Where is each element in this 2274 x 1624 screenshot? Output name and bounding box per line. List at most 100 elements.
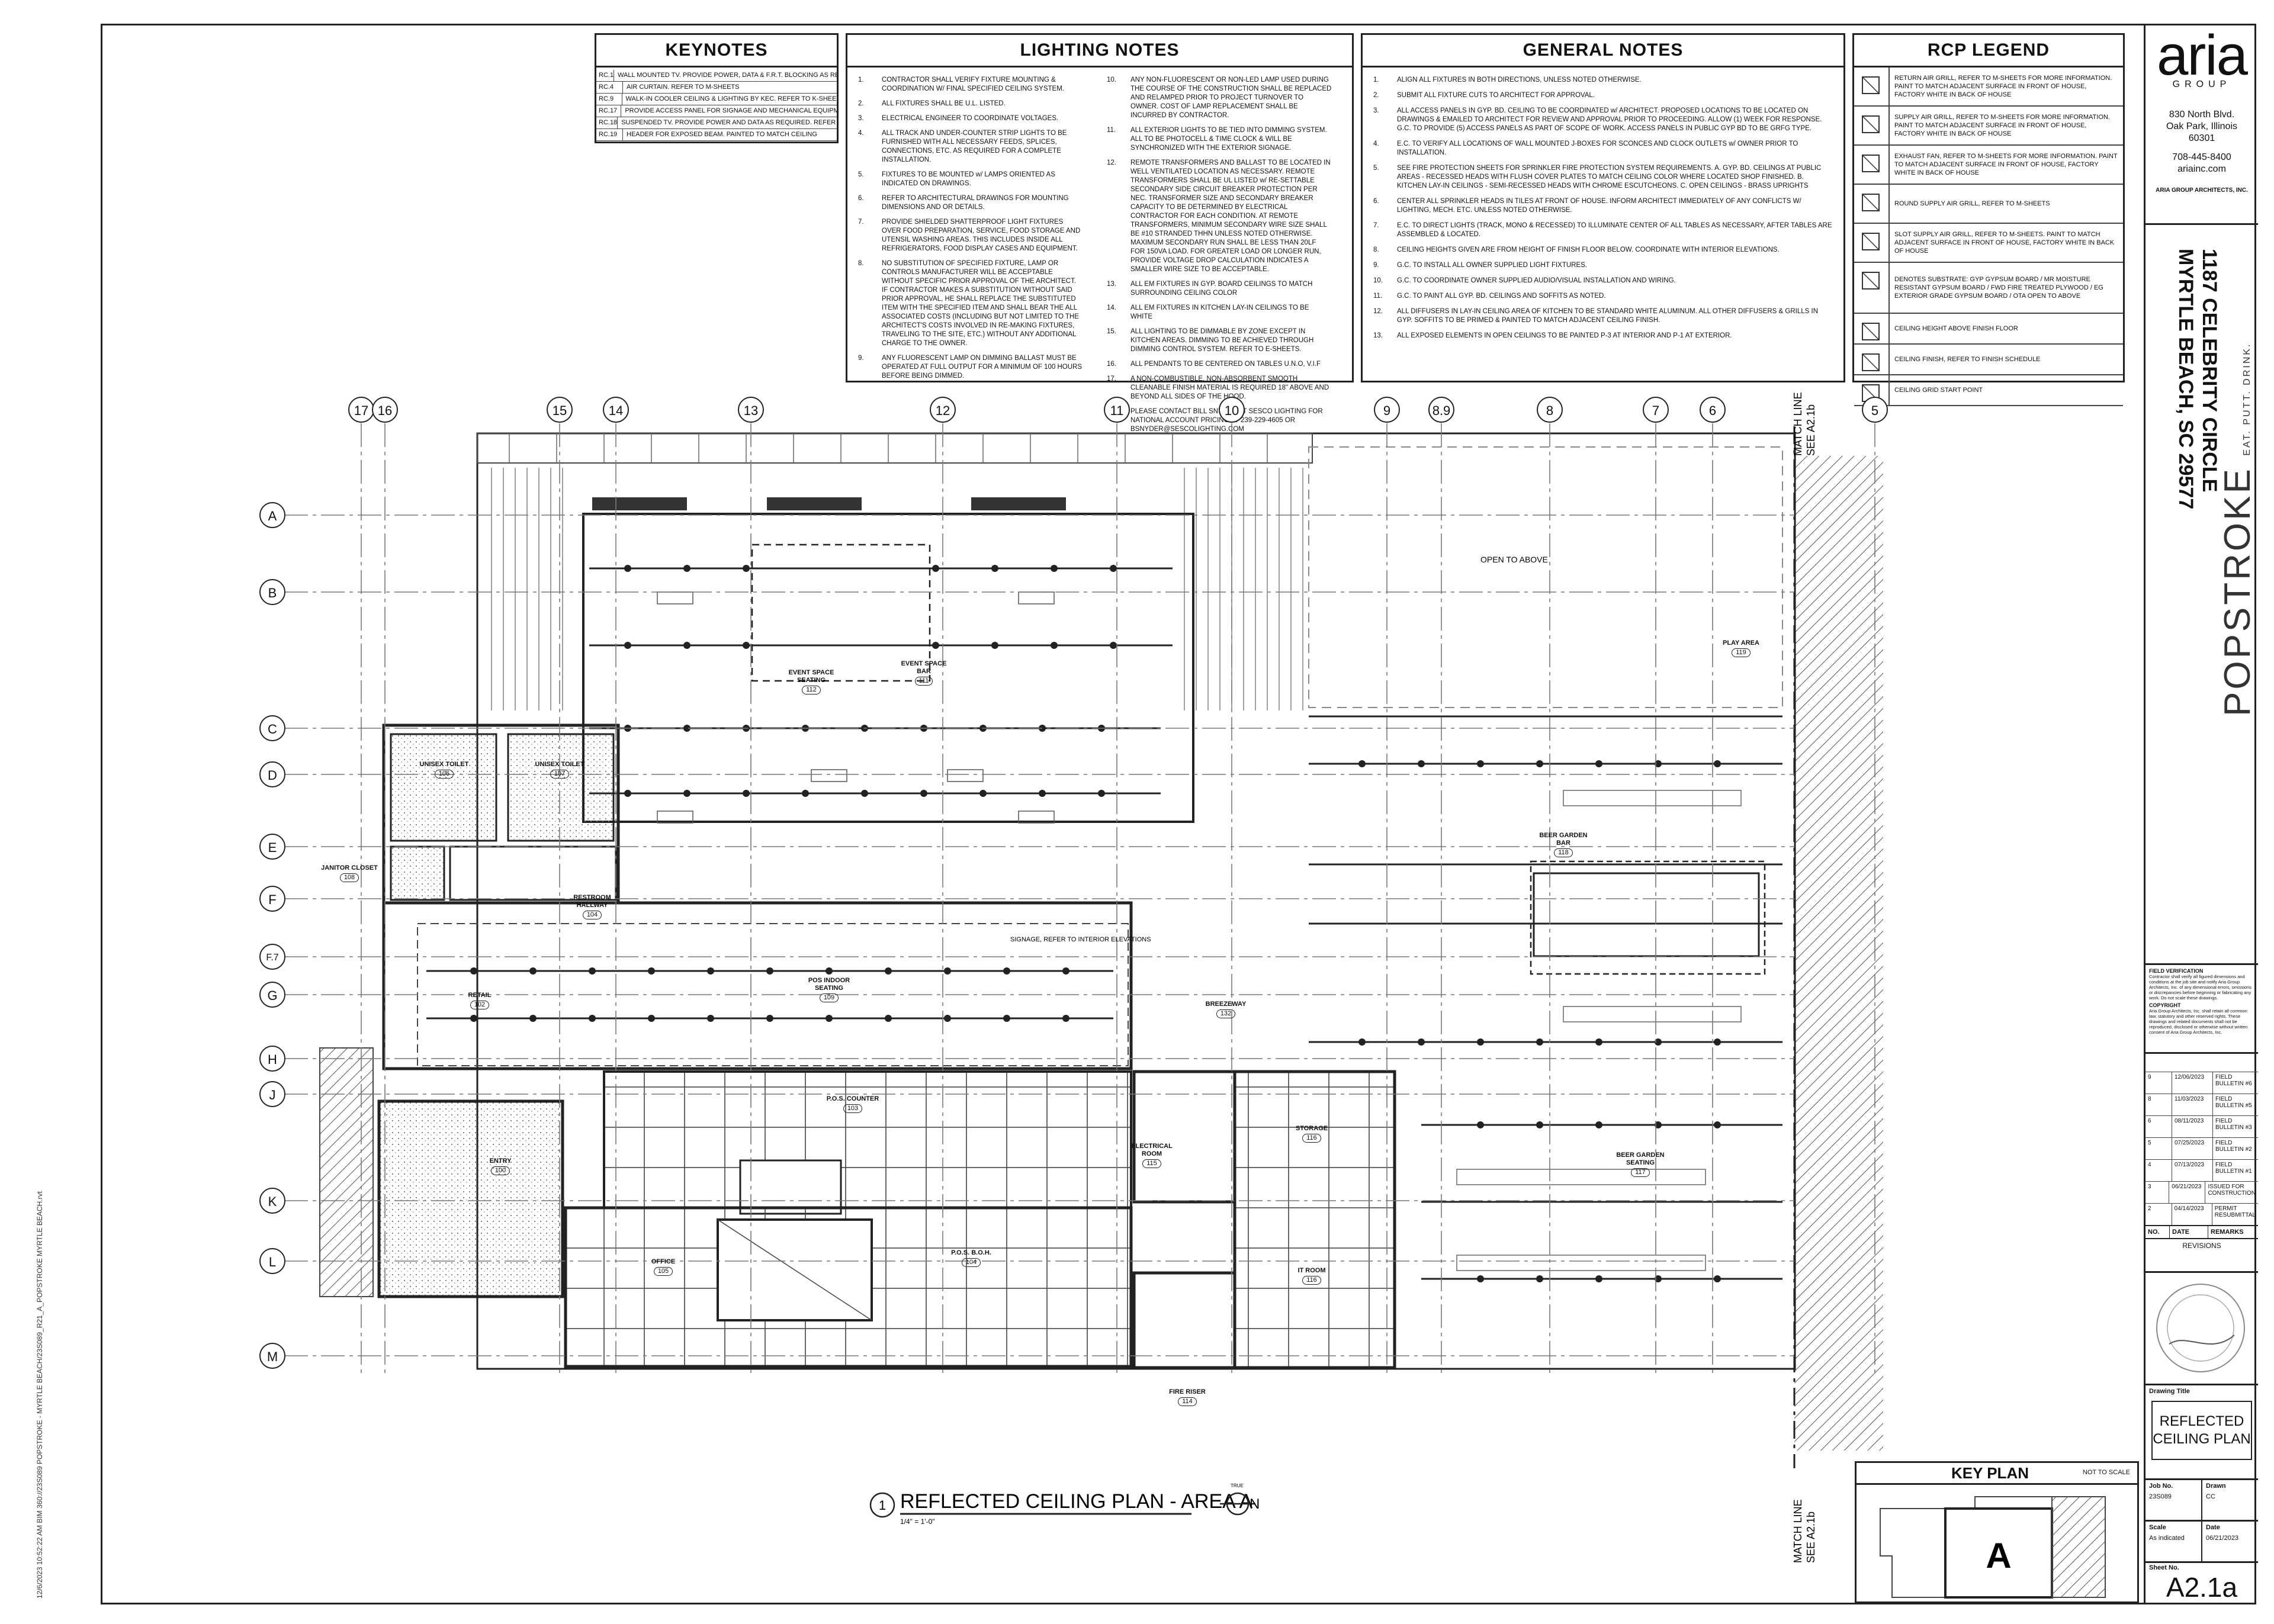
note-text: SEE FIRE PROTECTION SHEETS FOR SPRINKLER… [1397, 165, 1822, 189]
room-name: IT ROOM [1297, 1267, 1326, 1274]
legend-row: CEILING HEIGHT ABOVE FINISH FLOOR [1854, 314, 2123, 345]
grid-row-bubble: E [259, 834, 285, 860]
note-text: SUBMIT ALL FIXTURE CUTS TO ARCHITECT FOR… [1397, 92, 1595, 99]
note-text: NO SUBSTITUTION OF SPECIFIED FIXTURE, LA… [882, 260, 1079, 347]
event-space-room [582, 513, 1194, 823]
legend-text: SUPPLY AIR GRILL, REFER TO M-SHEETS FOR … [1894, 114, 2110, 137]
note-text: CENTER ALL SPRINKLER HEADS IN TILES AT F… [1397, 198, 1801, 214]
room-number: 109 [819, 993, 839, 1002]
grid-column-bubble: 7 [1643, 397, 1669, 423]
grid-row-bubble: A [259, 502, 285, 528]
sheet-number-box: Sheet No. A2.1a [2145, 1563, 2258, 1604]
grid-column-bubble: 15 [547, 397, 573, 423]
rev-h-remarks: REMARKS [2211, 1229, 2244, 1236]
keynote-text: SUSPENDED TV. PROVIDE POWER AND DATA AS … [621, 119, 837, 126]
note-item: 3.ALL ACCESS PANELS IN GYP. BD. CEILING … [1373, 107, 1833, 133]
drawing-title: Drawing Title REFLECTED CEILING PLAN [2145, 1385, 2258, 1480]
match-line-top-ref: SEE A2.1b [1805, 404, 1817, 456]
legend-symbol-icon [1854, 314, 1890, 343]
keynote-tag: RC.4 [596, 82, 623, 93]
note-number: 5. [1373, 165, 1379, 172]
room-number: 116 [1302, 1134, 1321, 1143]
note-item: 13.ALL EM FIXTURES IN GYP. BOARD CEILING… [1107, 280, 1332, 298]
note-item: 5. SEE FIRE PROTECTION SHEETS FOR SPRINKL… [1373, 164, 1833, 191]
note-item: 15.ALL LIGHTING TO BE DIMMABLE BY ZONE E… [1107, 327, 1332, 354]
note-number: 1. [1373, 76, 1379, 83]
keynote-tag: RC.19 [596, 129, 623, 140]
grid-row-bubble: J [259, 1081, 285, 1107]
general-notes-title: GENERAL NOTES [1363, 35, 1843, 67]
note-text: ANY FLUORESCENT LAMP ON DIMMING BALLAST … [882, 355, 1083, 380]
beer-garden-bar [1530, 860, 1766, 975]
legend-symbol-icon [1854, 146, 1890, 184]
grid-column-bubble: 8.9 [1428, 397, 1454, 423]
room-number: 104 [961, 1258, 981, 1267]
match-line-bottom-ref: SEE A2.1b [1805, 1512, 1817, 1563]
electrical-room [1132, 1070, 1236, 1204]
room-number: 100 [490, 1166, 510, 1175]
note-text: FIXTURES TO BE MOUNTED w/ LAMPS ORIENTED… [882, 171, 1055, 187]
room-number: 105 [653, 1267, 673, 1276]
note-item: 13.ALL EXPOSED ELEMENTS IN OPEN CEILINGS… [1373, 332, 1833, 340]
room-name: ELECTRICAL ROOM [1131, 1143, 1173, 1157]
grid-column-bubble: 9 [1374, 397, 1400, 423]
note-item: 9.ANY FLUORESCENT LAMP ON DIMMING BALLAS… [858, 354, 1083, 381]
firm-name: ARIA GROUP ARCHITECTS, INC. [2156, 187, 2248, 194]
legend-symbol-icon [1854, 345, 1890, 374]
note-number: 13. [1107, 281, 1116, 288]
grid-row-bubble: H [259, 1046, 285, 1072]
signage-note: SIGNAGE, REFER TO INTERIOR ELEVATIONS [1010, 936, 1151, 943]
note-text: ANY NON-FLUORESCENT OR NON-LED LAMP USED… [1130, 76, 1332, 119]
note-text: G.C. TO INSTALL ALL OWNER SUPPLIED LIGHT… [1397, 262, 1588, 269]
drawing-title-text: REFLECTED CEILING PLAN [2153, 1413, 2251, 1447]
note-number: 10. [1373, 277, 1383, 284]
grid-row-bubble: C [259, 715, 285, 741]
note-number: 4. [858, 130, 864, 137]
note-item: 2.SUBMIT ALL FIXTURE CUTS TO ARCHITECT F… [1373, 91, 1833, 100]
room-name: P.O.S. B.O.H. [951, 1249, 991, 1256]
project-address: 1187 CELEBRITY CIRCLE MYRTLE BEACH, SC 2… [2174, 249, 2221, 509]
note-text: ALL ACCESS PANELS IN GYP. BD. CEILING TO… [1397, 107, 1822, 132]
room-name: P.O.S. COUNTER [826, 1095, 879, 1102]
note-text: ALL TRACK AND UNDER-COUNTER STRIP LIGHTS… [882, 130, 1067, 163]
grid-column-bubble: 11 [1104, 397, 1130, 423]
reflected-ceiling-plan: 1 REFLECTED CEILING PLAN - AREA A 1/4" =… [284, 392, 1883, 1563]
room-name: UNISEX TOILET [535, 761, 584, 768]
note-number: 16. [1107, 361, 1116, 368]
grid-row-bubble: L [259, 1248, 285, 1274]
legend-text: CEILING FINISH, REFER TO FINISH SCHEDULE [1894, 356, 2041, 363]
note-text: REMOTE TRANSFORMERS AND BALLAST TO BE LO… [1130, 159, 1331, 273]
note-number: 7. [858, 218, 864, 226]
keynote-text: WALK-IN COOLER CEILING & LIGHTING BY KEC… [625, 95, 837, 102]
note-item: 7.E.C. TO DIRECT LIGHTS (TRACK, MONO & R… [1373, 221, 1833, 239]
revisions-label: REVISIONS [2182, 1242, 2221, 1250]
keynote-tag: RC.17 [596, 105, 622, 117]
note-item: 1.CONTRACTOR SHALL VERIFY FIXTURE MOUNTI… [858, 76, 1083, 94]
legend-row: CEILING GRID START POINT [1854, 375, 2123, 406]
note-text: E.C. TO DIRECT LIGHTS (TRACK, MONO & REC… [1397, 222, 1832, 238]
legend-row: CEILING FINISH, REFER TO FINISH SCHEDULE [1854, 345, 2123, 375]
note-text: ALL LIGHTING TO BE DIMMABLE BY ZONE EXCE… [1130, 328, 1314, 353]
lighting-notes-col-1: 1.CONTRACTOR SHALL VERIFY FIXTURE MOUNTI… [858, 76, 1083, 387]
room-number: 116 [1302, 1276, 1321, 1285]
grid-row-bubble: B [259, 579, 285, 605]
room-name: UNISEX TOILET [419, 761, 469, 768]
grid-column-bubble: 6 [1700, 397, 1726, 423]
note-item: 4.E.C. TO VERIFY ALL LOCATIONS OF WALL M… [1373, 140, 1833, 157]
room-number: 117 [1631, 1168, 1650, 1177]
grid-column-bubble: 17 [348, 397, 374, 423]
room-number: 102 [470, 1001, 490, 1009]
room-number: 104 [582, 911, 602, 919]
